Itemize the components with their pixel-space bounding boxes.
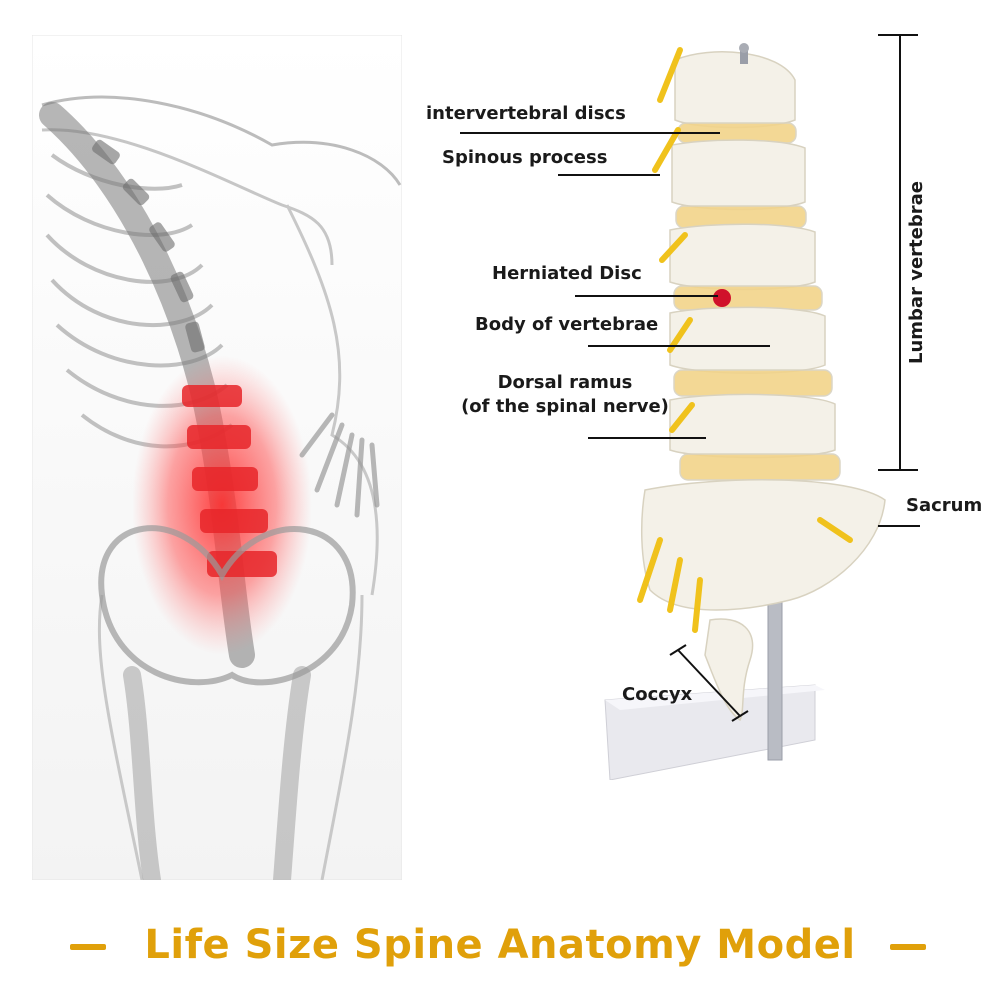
xray-illustration-panel: [32, 35, 402, 880]
label-dorsal-ramus-line1: Dorsal ramus: [497, 372, 633, 393]
label-coccyx: Coccyx: [622, 684, 693, 705]
footer-banner: Life Size Spine Anatomy Model: [0, 910, 1000, 980]
label-sacrum: Sacrum: [906, 495, 983, 516]
xray-skeleton-image: [32, 35, 402, 880]
footer-title: Life Size Spine Anatomy Model: [144, 922, 856, 968]
label-dorsal-ramus: Dorsal ramus (of the spinal nerve): [450, 371, 680, 419]
label-spinous-process: Spinous process: [442, 147, 608, 168]
footer-left-dash: [70, 944, 106, 950]
herniated-disc-marker: [713, 289, 731, 307]
label-lumbar-vertebrae: Lumbar vertebrae: [906, 181, 927, 364]
label-dorsal-ramus-line2: (of the spinal nerve): [461, 396, 669, 417]
label-body-of-vertebrae: Body of vertebrae: [475, 314, 659, 335]
label-herniated-disc: Herniated Disc: [492, 263, 642, 284]
footer-right-dash: [890, 944, 926, 950]
label-intervertebral-discs: intervertebral discs: [426, 103, 626, 124]
